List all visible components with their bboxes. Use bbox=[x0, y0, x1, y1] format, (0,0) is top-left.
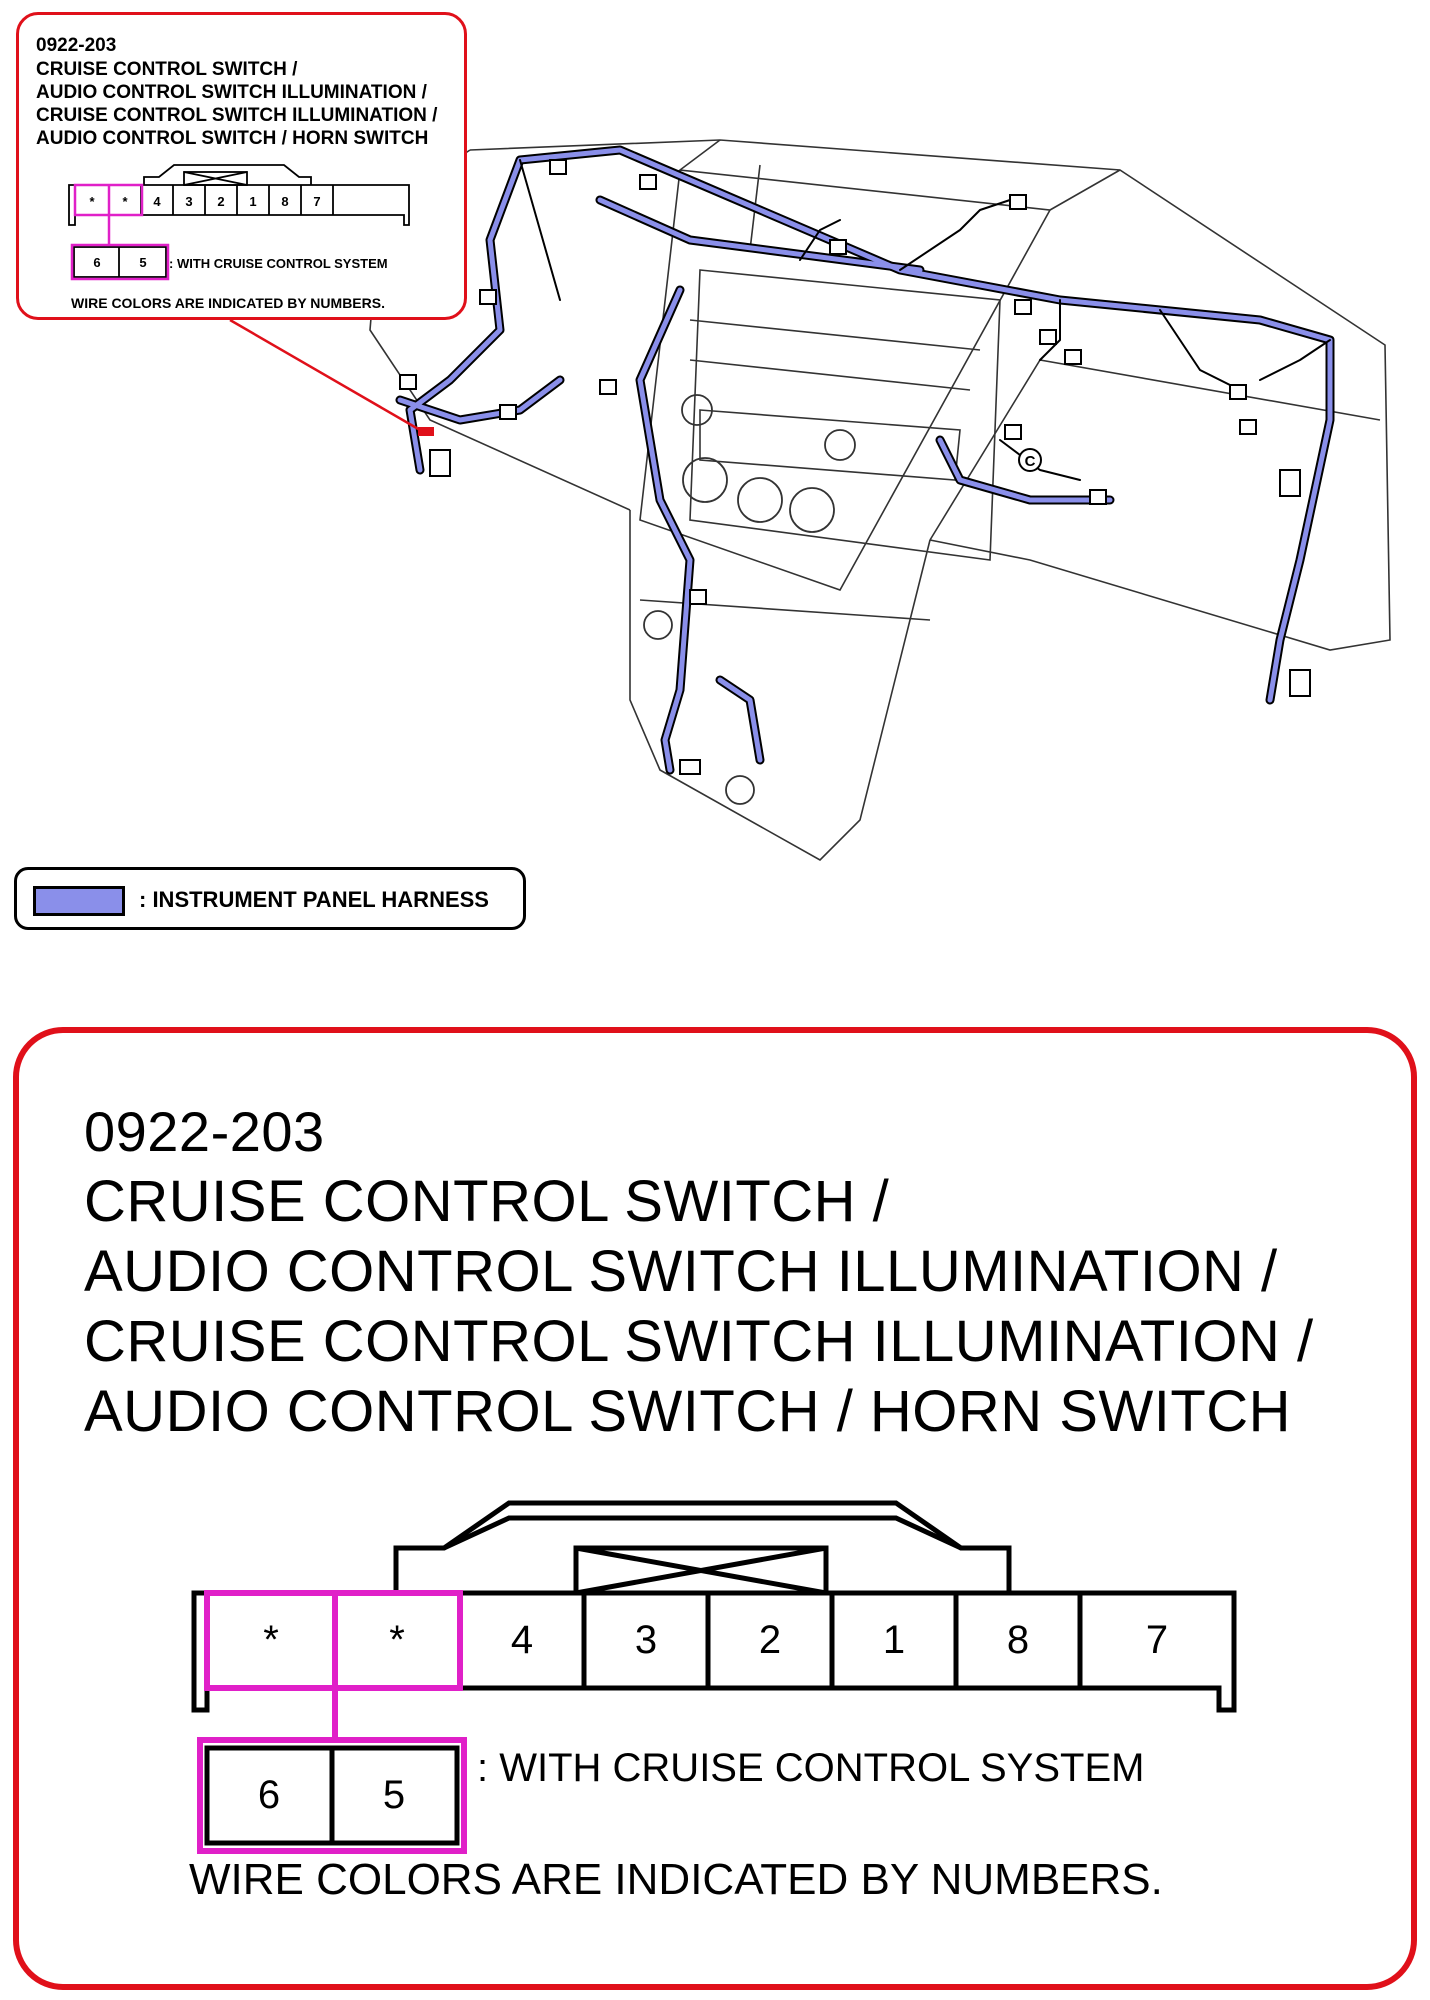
variant-note: : WITH CRUISE CONTROL SYSTEM bbox=[477, 1746, 1145, 1790]
pin-label-1: * bbox=[263, 1618, 279, 1662]
inset-pin-3: 4 bbox=[153, 194, 161, 209]
callout-leader-line bbox=[229, 318, 421, 432]
inset-connector-name-line-4: AUDIO CONTROL SWITCH / HORN SWITCH bbox=[36, 128, 429, 149]
connector-face-diagram bbox=[191, 1500, 1237, 1854]
inset-connector-code: 0922-203 bbox=[36, 35, 117, 56]
inset-variant-note: : WITH CRUISE CONTROL SYSTEM bbox=[169, 256, 388, 271]
variant-pin-label-1: 6 bbox=[257, 1773, 281, 1817]
connector-name-line-4: AUDIO CONTROL SWITCH / HORN SWITCH bbox=[84, 1379, 1292, 1444]
dashboard-outline bbox=[369, 139, 1391, 861]
harness-legend: : INSTRUMENT PANEL HARNESS bbox=[14, 867, 526, 930]
pin-label-3: 4 bbox=[510, 1618, 534, 1662]
connector-code: 0922-203 bbox=[84, 1100, 325, 1163]
inset-connector-name-line-1: CRUISE CONTROL SWITCH / bbox=[36, 59, 298, 80]
legend-color-swatch bbox=[33, 886, 125, 916]
pin-label-7: 8 bbox=[1006, 1618, 1030, 1662]
inset-pin-2: * bbox=[122, 194, 128, 209]
harness-wires bbox=[395, 145, 1335, 775]
inset-connector-name-line-2: AUDIO CONTROL SWITCH ILLUMINATION / bbox=[36, 82, 427, 103]
connector-name-line-2: AUDIO CONTROL SWITCH ILLUMINATION / bbox=[84, 1239, 1278, 1304]
instrument-panel-harness-drawing: C bbox=[229, 139, 1391, 861]
connector-name-line-1: CRUISE CONTROL SWITCH / bbox=[84, 1169, 890, 1234]
inset-pin-8: 7 bbox=[313, 194, 320, 209]
inset-variant-pin-1: 6 bbox=[93, 255, 100, 270]
ground-marker-letter: C bbox=[1025, 453, 1036, 470]
variant-pin-label-2: 5 bbox=[382, 1773, 406, 1817]
ground-point-marker: C bbox=[1018, 448, 1042, 472]
connector-name-line-3: CRUISE CONTROL SWITCH ILLUMINATION / bbox=[84, 1309, 1314, 1374]
connectors bbox=[399, 159, 1311, 775]
inset-pin-4: 3 bbox=[185, 194, 192, 209]
inset-connector-face: * * 4 3 2 1 8 7 6 5 bbox=[68, 164, 410, 281]
inset-pin-5: 2 bbox=[217, 194, 224, 209]
connector-detail-callout: 0922-203 CRUISE CONTROL SWITCH / AUDIO C… bbox=[13, 1027, 1417, 1990]
wire-color-note: WIRE COLORS ARE INDICATED BY NUMBERS. bbox=[189, 1855, 1163, 1904]
inset-pin-1: * bbox=[89, 194, 95, 209]
inset-connector-callout: 0922-203 CRUISE CONTROL SWITCH / AUDIO C… bbox=[16, 12, 467, 320]
inset-pin-7: 8 bbox=[281, 194, 288, 209]
pin-label-2: * bbox=[389, 1618, 405, 1662]
pin-label-5: 2 bbox=[758, 1618, 782, 1662]
inset-variant-pin-2: 5 bbox=[139, 255, 146, 270]
pin-label-6: 1 bbox=[882, 1618, 906, 1662]
dashboard-gauges bbox=[643, 394, 856, 805]
inset-pin-6: 1 bbox=[249, 194, 256, 209]
pin-highlight-outline bbox=[197, 1590, 467, 1854]
inset-wire-color-note: WIRE COLORS ARE INDICATED BY NUMBERS. bbox=[71, 295, 385, 311]
pin-label-4: 3 bbox=[634, 1618, 658, 1662]
inset-connector-name-line-3: CRUISE CONTROL SWITCH ILLUMINATION / bbox=[36, 105, 438, 126]
legend-label: : INSTRUMENT PANEL HARNESS bbox=[139, 887, 489, 912]
pin-label-8: 7 bbox=[1145, 1618, 1169, 1662]
connector-location-marker bbox=[418, 427, 434, 436]
